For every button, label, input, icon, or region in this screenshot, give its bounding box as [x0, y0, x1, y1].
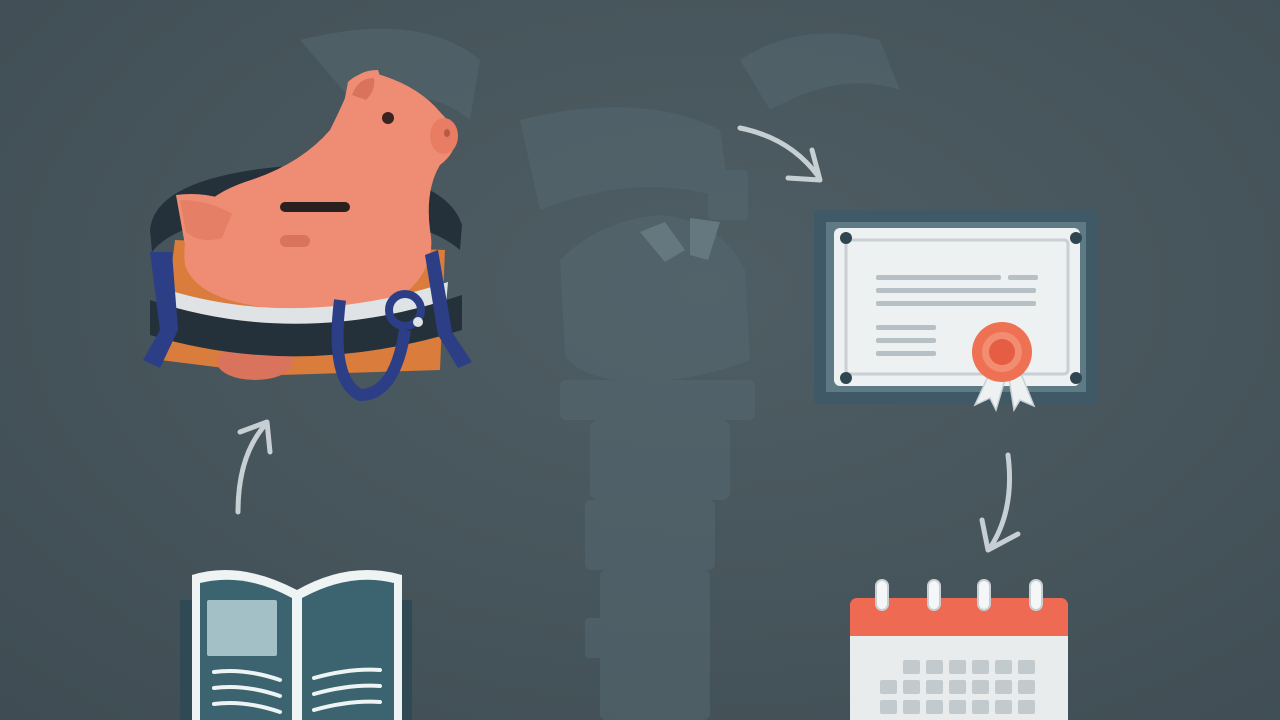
curved-arrow-icon [737, 125, 823, 183]
calendar-day-cell [903, 700, 920, 714]
calendar-day-cell [972, 660, 989, 674]
seal-icon [972, 322, 1032, 382]
calendar-day-cell [949, 660, 966, 674]
curved-arrow-icon [235, 419, 273, 515]
calendar-day-cell [1018, 660, 1035, 674]
calendar-day-cell [903, 680, 920, 694]
calendar-day-cell [926, 700, 943, 714]
calendar-day-cell [880, 700, 897, 714]
book-text-lines [212, 667, 382, 714]
curved-arrow-icon [979, 452, 1021, 553]
calendar-day-cell [1018, 700, 1035, 714]
calendar-day-cell [949, 700, 966, 714]
calendar-day-cell [949, 680, 966, 694]
calendar-rings [875, 579, 1043, 611]
calendar-day-cell [995, 660, 1012, 674]
calendar-grid [880, 660, 1035, 714]
calendar-day-cell [972, 700, 989, 714]
calendar-day-cell [926, 680, 943, 694]
calendar-day-cell [880, 680, 897, 694]
certificate-text-lines [876, 275, 1038, 356]
calendar-day-cell [972, 680, 989, 694]
calendar-day-cell [926, 660, 943, 674]
calendar-day-cell [1018, 680, 1035, 694]
calendar-day-cell [995, 680, 1012, 694]
calendar-day-cell [995, 700, 1012, 714]
calendar-day-cell [903, 660, 920, 674]
